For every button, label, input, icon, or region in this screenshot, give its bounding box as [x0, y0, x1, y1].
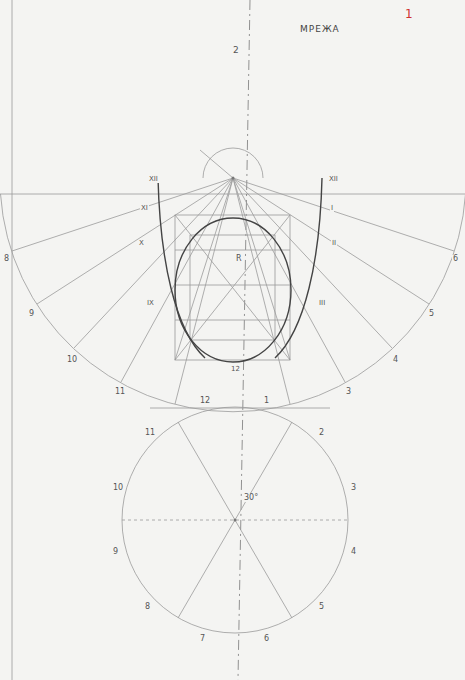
callout-number: 7: [199, 635, 206, 643]
callout-number: 9: [112, 548, 119, 556]
callout-number: 3: [350, 484, 357, 492]
callout-number: 6: [452, 255, 459, 263]
callout-number: 12: [199, 397, 211, 405]
callout-number: 10: [66, 356, 78, 364]
callout-number: 1: [263, 397, 270, 405]
callout-number: IX: [146, 300, 155, 307]
callout-number: 10: [112, 484, 124, 492]
callout-number: 30°: [243, 494, 259, 502]
callout-number: 5: [318, 603, 325, 611]
callout-number: II: [331, 240, 337, 247]
callout-number: 6: [263, 635, 270, 643]
callout-number: I: [330, 205, 334, 212]
callout-number: 8: [3, 255, 10, 263]
callout-number: III: [318, 300, 326, 307]
callout-number: 9: [28, 310, 35, 318]
callout-number: 8: [144, 603, 151, 611]
sheet-title: МРЕЖА: [300, 24, 340, 34]
callout-number: 4: [350, 548, 357, 556]
callout-number: X: [138, 240, 145, 247]
callout-number: 3: [345, 388, 352, 396]
callout-number: 2: [232, 46, 240, 55]
callout-number: 12: [230, 366, 241, 373]
callout-number: 11: [144, 429, 156, 437]
callout-number: 2: [318, 429, 325, 437]
callout-number: 11: [114, 388, 126, 396]
callout-number: XII: [328, 176, 339, 183]
callout-number: 5: [428, 310, 435, 318]
callout-number: XI: [140, 205, 149, 212]
callout-number: 1: [404, 8, 414, 20]
callout-number: R: [235, 255, 243, 263]
callout-number: 4: [392, 356, 399, 364]
callout-number: XII: [148, 176, 159, 183]
